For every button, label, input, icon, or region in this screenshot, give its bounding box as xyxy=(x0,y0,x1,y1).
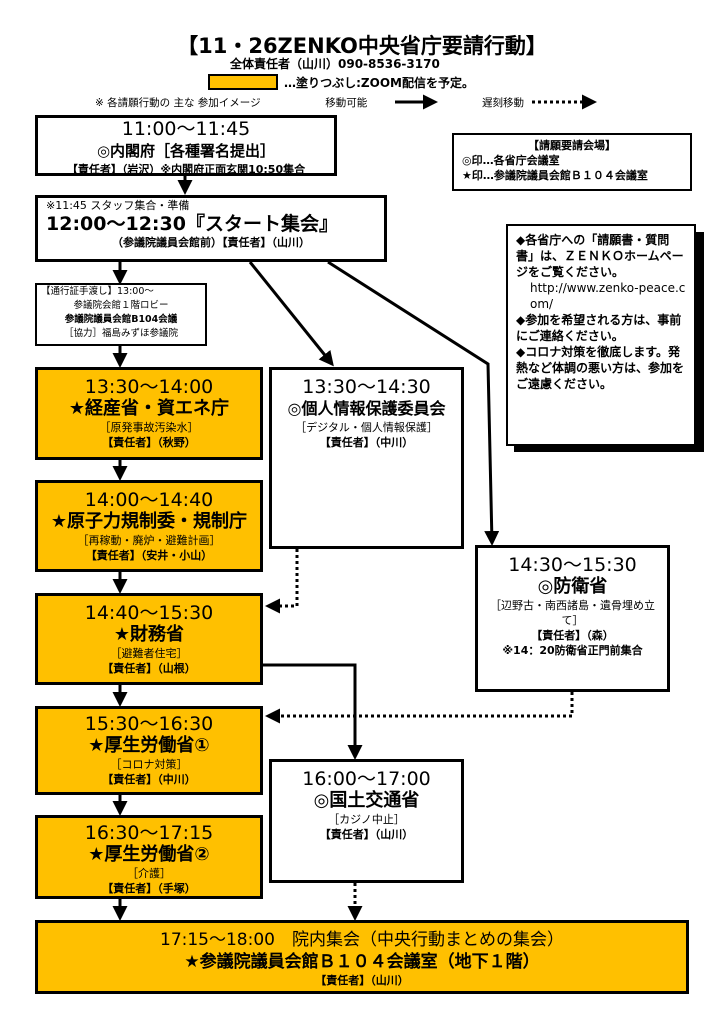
mof-title: ★財務省 xyxy=(113,624,185,645)
defense-time: 14:30～15:30 xyxy=(508,554,637,576)
info-p1: ◆各省庁への「請願書・質問書」は、ＺＥＮＫＯホームページをご覧ください。 xyxy=(516,233,684,279)
mhlw1-sub: ［コロナ対策］ xyxy=(110,758,188,771)
privacy-resp: 【責任者】（中川） xyxy=(319,436,414,449)
final-l2: ★参議院議員会館Ｂ１０４会議室（地下１階） xyxy=(184,952,540,972)
nra-time: 14:00～14:40 xyxy=(84,489,214,511)
meti-sub: ［原発事故汚染水］ xyxy=(99,421,199,434)
cabinet-resp: 【責任者】（岩沢）※内閣府正面玄関10:50集合 xyxy=(66,163,306,176)
info-url: http://www.zenko-peace.com/ xyxy=(530,281,686,311)
box-start-rally: ※11:45 スタッフ集合・準備 12:00～12:30『スタート集会』 （参議… xyxy=(35,195,387,262)
mhlw1-time: 15:30～16:30 xyxy=(84,713,214,735)
overall-leader: 全体責任者（山川）090-8536-3170 xyxy=(230,57,440,71)
meti-title: ★経産省・資エネ庁 xyxy=(68,398,230,419)
box-pass-handover: 【通行証手渡し】13:00～ 参議院会館１階ロビー 参議院議員会館B104会議 … xyxy=(35,283,207,346)
start-resp: （参議院議員会館前）【責任者】（山川） xyxy=(112,236,310,249)
meti-time: 13:30～14:00 xyxy=(84,376,214,398)
mof-sub: ［避難者住宅］ xyxy=(110,647,188,660)
note-move: 移動可能 xyxy=(325,97,368,109)
box-mlit: 16:00～17:00 ◎国土交通省 ［カジノ中止］ 【責任者】（山川） xyxy=(269,759,464,883)
final-resp: 【責任者】（山川） xyxy=(315,974,409,987)
privacy-time: 13:30～14:30 xyxy=(302,376,431,398)
pass-l3: 参議院議員会館B104会議 xyxy=(64,314,178,325)
box-privacy-commission: 13:30～14:30 ◎個人情報保護委員会 ［デジタル・個人情報保護］ 【責任… xyxy=(269,367,464,549)
defense-title: ◎防衛省 xyxy=(537,576,608,597)
venue-line1: ◎印…各省庁会議室 xyxy=(462,154,560,167)
defense-resp: 【責任者】（森） xyxy=(531,629,614,642)
box-cabinet-office: 11:00～11:45 ◎内閣府［各種署名提出］ 【責任者】（岩沢）※内閣府正面… xyxy=(35,115,337,176)
legend-text: …塗りつぶし:ZOOM配信を予定。 xyxy=(284,76,474,90)
legend-swatch xyxy=(208,74,278,90)
start-time: 12:00～12:30『スタート集会』 xyxy=(46,213,338,235)
venue-line2: ★印…参議院議員会館Ｂ１０４会議室 xyxy=(462,169,648,182)
venue-box: 【請願要請会場】 ◎印…各省庁会議室 ★印…参議院議員会館Ｂ１０４会議室 xyxy=(452,133,692,191)
box-mhlw-2: 16:30～17:15 ★厚生労働省② ［介護］ 【責任者】（手塚） xyxy=(35,815,263,899)
note-row: ※ 各請願行動の 主な 参加イメージ 移動可能 遅刻移動 xyxy=(95,95,524,110)
mlit-resp: 【責任者】（山川） xyxy=(319,828,414,841)
note-main: ※ 各請願行動の 主な 参加イメージ xyxy=(95,97,261,109)
defense-note: ※14：20防衛省正門前集合 xyxy=(502,644,643,657)
mhlw2-title: ★厚生労働省② xyxy=(88,844,210,865)
mlit-title: ◎国土交通省 xyxy=(313,790,420,811)
nra-resp: 【責任者】（安井・小山） xyxy=(85,549,213,562)
mhlw1-resp: 【責任者】（中川） xyxy=(102,773,196,786)
cabinet-time: 11:00～11:45 xyxy=(121,118,251,140)
box-mhlw-1: 15:30～16:30 ★厚生労働省① ［コロナ対策］ 【責任者】（中川） xyxy=(35,706,263,795)
info-box: ◆各省庁への「請願書・質問書」は、ＺＥＮＫＯホームページをご覧ください。 htt… xyxy=(506,224,696,446)
mhlw2-time: 16:30～17:15 xyxy=(84,822,214,844)
box-defense-ministry: 14:30～15:30 ◎防衛省 ［辺野古・南西諸島・遺骨埋め立て］ 【責任者】… xyxy=(475,545,670,692)
nra-title: ★原子力規制委・規制庁 xyxy=(50,511,248,532)
venue-title: 【請願要請会場】 xyxy=(528,139,616,152)
page-title: 【11・26ZENKO中央省庁要請行動】 xyxy=(177,34,547,58)
privacy-sub: ［デジタル・個人情報保護］ xyxy=(295,421,438,434)
final-l1: 17:15～18:00 院内集会（中央行動まとめの集会） xyxy=(160,930,564,950)
mhlw1-title: ★厚生労働省① xyxy=(88,735,210,756)
mlit-time: 16:00～17:00 xyxy=(302,768,431,790)
defense-sub: ［辺野古・南西諸島・遺骨埋め立て］ xyxy=(490,599,655,627)
cabinet-title: ◎内閣府［各種署名提出］ xyxy=(96,142,276,160)
mof-time: 14:40～15:30 xyxy=(84,602,214,624)
pass-l2: 参議院会館１階ロビー xyxy=(73,300,169,311)
pass-l4: ［協力］福島みずほ参議院 xyxy=(63,328,178,339)
box-finance-ministry: 14:40～15:30 ★財務省 ［避難者住宅］ 【責任者】（山根） xyxy=(35,593,263,685)
box-nra: 14:00～14:40 ★原子力規制委・規制庁 ［再稼動・廃炉・避難計画］ 【責… xyxy=(35,480,263,572)
start-pre: ※11:45 スタッフ集合・準備 xyxy=(46,199,190,212)
mlit-sub: ［カジノ中止］ xyxy=(328,813,405,826)
box-final-rally: 17:15～18:00 院内集会（中央行動まとめの集会） ★参議院議員会館Ｂ１０… xyxy=(35,920,689,994)
nra-sub: ［再稼動・廃炉・避難計画］ xyxy=(77,534,221,547)
pass-l1: 【通行証手渡し】13:00～ xyxy=(41,286,154,297)
box-meti: 13:30～14:00 ★経産省・資エネ庁 ［原発事故汚染水］ 【責任者】（秋野… xyxy=(35,367,263,460)
info-p3: ◆コロナ対策を徹底します。発熱など体調の悪い方は、参加をご遠慮ください。 xyxy=(516,345,685,391)
mhlw2-resp: 【責任者】（手塚） xyxy=(102,882,196,895)
info-p2: ◆参加を希望される方は、事前にご連絡ください。 xyxy=(516,313,682,343)
mof-resp: 【責任者】（山根） xyxy=(102,662,196,675)
mhlw2-sub: ［介護］ xyxy=(127,867,171,880)
privacy-title: ◎個人情報保護委員会 xyxy=(287,399,446,418)
note-delay: 遅刻移動 xyxy=(481,97,524,109)
meti-resp: 【責任者】（秋野） xyxy=(102,436,196,449)
